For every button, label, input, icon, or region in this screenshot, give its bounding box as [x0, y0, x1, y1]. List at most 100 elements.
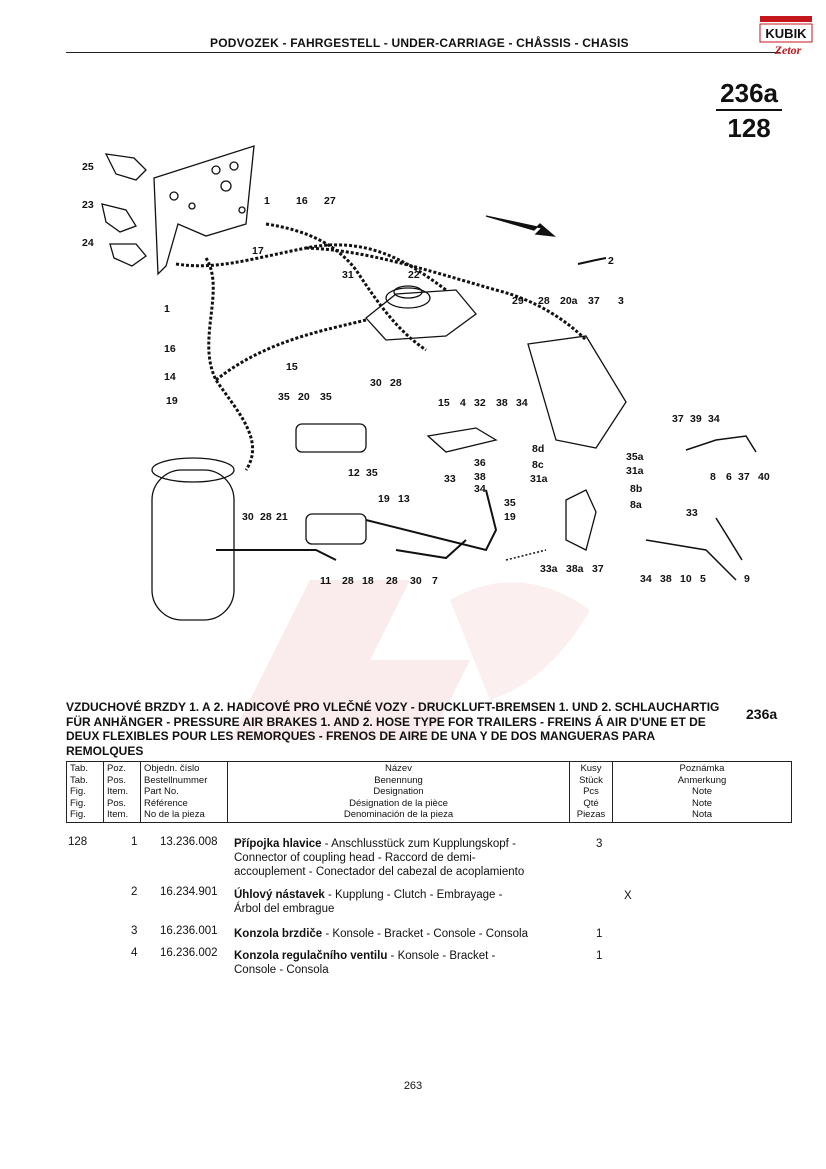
callout: 39 [690, 413, 702, 425]
callout: 8b [630, 483, 642, 495]
callout: 38 [660, 573, 672, 585]
callout: 16 [164, 343, 176, 355]
callout: 38 [474, 471, 486, 483]
callout: 19 [378, 493, 390, 505]
row-name-line2: Connector of coupling head - Raccord de … [234, 852, 476, 864]
row-tab: 128 [68, 836, 88, 848]
ref-code: 236a [720, 78, 778, 108]
callout: 13 [398, 493, 410, 505]
callout: 1 [164, 303, 170, 315]
callout: 37 [588, 295, 600, 307]
callout: 4 [460, 397, 466, 409]
row-pos: 1 [131, 836, 138, 848]
callout: 20a [560, 295, 578, 307]
parts-table-header: Tab.Tab.Fig.Fig.Fig. Poz.Pos.Item.Pos.It… [66, 761, 792, 823]
callout: 28 [260, 511, 272, 523]
callout: 1 [264, 195, 270, 207]
callout: 19 [504, 511, 516, 523]
callout: 22 [408, 269, 420, 281]
callout: 34 [474, 483, 486, 495]
page-reference: 236a 128 [716, 78, 782, 144]
callout: 35 [366, 467, 378, 479]
callout: 8c [532, 459, 544, 471]
watermark [230, 580, 590, 740]
callout: 25 [82, 161, 94, 173]
row-name: Konzola regulačního ventilu - Konsole - … [234, 950, 496, 962]
callout: 31 [342, 269, 354, 281]
callout: 7 [432, 575, 438, 587]
row-qty: 1 [596, 950, 603, 962]
callout: 35a [626, 451, 644, 463]
callout: 10 [680, 573, 692, 585]
row-note: X [624, 890, 632, 902]
callout: 32 [474, 397, 486, 409]
callout: 37 [738, 471, 750, 483]
callout: 28 [386, 575, 398, 587]
callout: 2 [608, 255, 614, 267]
row-name: Úhlový nástavek - Kupplung - Clutch - Em… [234, 889, 503, 901]
callout: 36 [474, 457, 486, 469]
callout: 28 [390, 377, 402, 389]
coupling-head-24 [109, 243, 147, 267]
callout: 35 [278, 391, 290, 403]
callout: 6 [726, 471, 732, 483]
row-pos: 3 [131, 925, 138, 937]
callout: 29 [512, 295, 524, 307]
section-code: 236a [746, 706, 778, 722]
callout: 8d [532, 443, 544, 455]
callout: 30 [242, 511, 254, 523]
row-part: 13.236.008 [160, 836, 218, 848]
row-name-line2: Árbol del embrague [234, 903, 335, 915]
row-name: Přípojka hlavice - Anschlusstück zum Kup… [234, 838, 516, 850]
row-pos: 2 [131, 886, 138, 898]
row-part: 16.234.901 [160, 886, 218, 898]
callout: 33 [444, 473, 456, 485]
row-part: 16.236.002 [160, 947, 218, 959]
callout: 34 [516, 397, 528, 409]
callout: 33a [540, 563, 558, 575]
row-name-line2: Console - Consola [234, 964, 329, 976]
valve-21 [305, 513, 367, 545]
callout: 9 [744, 573, 750, 585]
callout: 38a [566, 563, 584, 575]
lever-8 [565, 489, 597, 551]
page-header-title: PODVOZEK - FAHRGESTELL - UNDER-CARRIAGE … [210, 36, 629, 50]
col-pos: Poz.Pos.Item.Pos.Item. [103, 761, 141, 823]
callout: 12 [348, 467, 360, 479]
callout: 19 [166, 395, 178, 407]
row-pos: 4 [131, 947, 138, 959]
ref-rule [716, 109, 782, 111]
callout: 11 [320, 575, 331, 587]
callout: 8 [710, 471, 716, 483]
callout: 38 [496, 397, 508, 409]
callout: 15 [286, 361, 298, 373]
page-number: 263 [403, 1080, 423, 1092]
mounting-plate [153, 145, 255, 276]
callout: 15 [438, 397, 450, 409]
coupling-head-23 [101, 203, 137, 233]
air-tank [151, 469, 235, 621]
header-rule [66, 52, 780, 53]
bracket-3 [527, 335, 627, 449]
callout: 3 [618, 295, 624, 307]
callout: 17 [252, 245, 264, 257]
logo-text: KUBIK [765, 26, 807, 41]
control-valve-20 [295, 423, 367, 453]
col-tab: Tab.Tab.Fig.Fig.Fig. [66, 761, 104, 823]
callout: 33 [686, 507, 698, 519]
callout: 14 [164, 371, 176, 383]
section-title: VZDUCHOVÉ BRZDY 1. A 2. HADICOVÉ PRO VLE… [66, 700, 720, 758]
row-qty: 1 [596, 928, 603, 940]
callout: 8a [630, 499, 642, 511]
callout: 28 [538, 295, 550, 307]
callout: 37 [592, 563, 604, 575]
callout: 31a [626, 465, 644, 477]
callout: 35 [504, 497, 516, 509]
brake-system-diagram: 25 23 24 1 16 27 17 2 22 31 29 28 20a 37… [82, 145, 770, 621]
callout: 5 [700, 573, 706, 585]
callout: 40 [758, 471, 770, 483]
callout: 35 [320, 391, 332, 403]
coupling-head-25 [104, 153, 147, 181]
